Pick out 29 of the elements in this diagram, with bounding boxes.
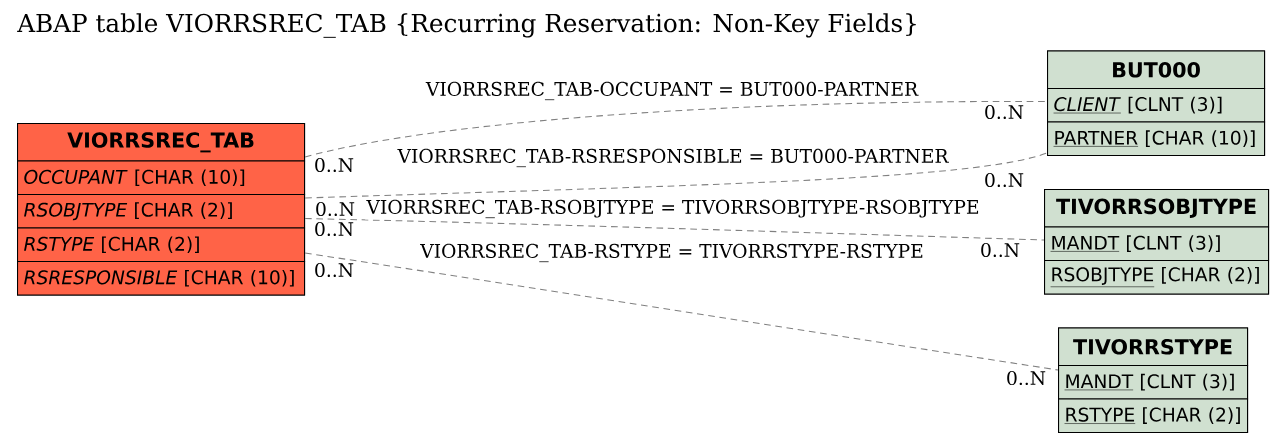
cardinality-label: 0..N [981, 242, 1020, 258]
cardinality-label: 0..N [985, 104, 1024, 120]
field-row: RSRESPONSIBLE [CHAR (10)] [17, 261, 306, 296]
relationship-line [304, 152, 1048, 199]
field-row: RSOBJTYPE [CHAR (2)] [17, 194, 306, 229]
cardinality-label: 0..N [315, 262, 354, 278]
field-row: RSTYPE [CHAR (2)] [17, 227, 306, 263]
cardinality-label: 0..N [1007, 370, 1046, 386]
table-header: VIORRSREC_TAB [17, 123, 306, 162]
field-row: RSTYPE [CHAR (2)] [1058, 398, 1249, 434]
cardinality-label: 0..N [315, 157, 354, 173]
field-row: MANDT [CLNT (3)] [1044, 226, 1270, 262]
field-row: CLIENT [CLNT (3)] [1047, 88, 1266, 123]
cardinality-label: 0..N [316, 201, 355, 217]
diagram-title: ABAP table VIORRSREC_TAB {Recurring Reservation: Non-Key Fields} [17, 13, 916, 38]
relationship-line [304, 217, 1045, 241]
cardinality-label: 0..N [315, 221, 354, 237]
cardinality-label: 0..N [985, 172, 1024, 188]
edge-label: VIORRSREC_TAB-RSTYPE = TIVORRSTYPE-RSTYPE [418, 242, 926, 264]
table-header: TIVORRSTYPE [1058, 327, 1249, 367]
field-row: PARTNER [CHAR (10)] [1047, 121, 1266, 157]
edge-label: VIORRSREC_TAB-OCCUPANT = BUT000-PARTNER [424, 80, 920, 102]
edge-label: VIORRSREC_TAB-RSOBJTYPE = TIVORRSOBJTYPE-RSOBJTYPE [365, 198, 981, 220]
field-row: RSOBJTYPE [CHAR (2)] [1044, 260, 1270, 295]
field-row: MANDT [CLNT (3)] [1058, 365, 1249, 400]
edge-label: VIORRSREC_TAB-RSRESPONSIBLE = BUT000-PARTNER [396, 147, 950, 169]
table-header: TIVORRSOBJTYPE [1044, 189, 1270, 228]
field-row: OCCUPANT [CHAR (10)] [17, 160, 306, 196]
table-header: BUT000 [1047, 50, 1266, 90]
